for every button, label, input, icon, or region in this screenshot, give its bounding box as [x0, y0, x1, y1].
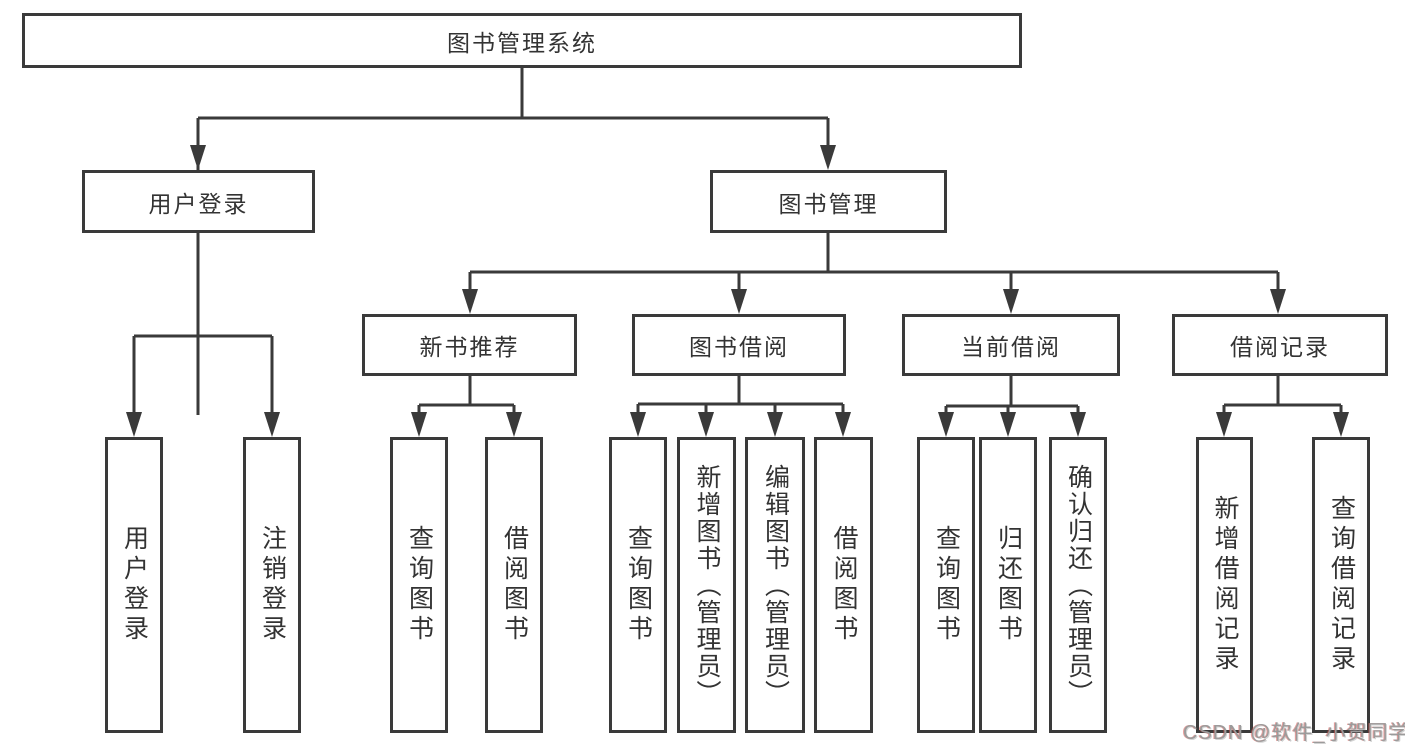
leaf-label: 归还图书 [994, 525, 1023, 645]
node-label: 用户登录 [148, 190, 249, 217]
connector-recommend-to-leaves [411, 376, 522, 437]
leaf-query-books-borrow: 查询图书 [609, 437, 667, 733]
leaf-label: 新增借阅记录 [1211, 495, 1239, 675]
connector-login-to-leaves [126, 233, 280, 437]
leaf-label: 查询图书 [405, 525, 434, 645]
leaf-borrow-books: 借阅图书 [814, 437, 873, 733]
leaf-label: 查询图书 [932, 525, 961, 645]
leaf-return-books: 归还图书 [979, 437, 1037, 733]
leaf-label: 编辑图书（管理员） [761, 463, 790, 707]
node-label: 图书管理 [778, 190, 879, 217]
leaf-user-login: 用户登录 [105, 437, 163, 733]
leaf-edit-books-admin: 编辑图书（管理员） [745, 437, 805, 733]
node-new-book-recommend: 新书推荐 [362, 314, 577, 376]
leaf-label: 用户登录 [120, 525, 149, 645]
leaf-query-borrow-record: 查询借阅记录 [1312, 437, 1370, 733]
leaf-label: 查询图书 [624, 525, 653, 645]
leaf-logout: 注销登录 [243, 437, 301, 733]
leaf-label: 查询借阅记录 [1327, 495, 1356, 675]
connector-borrow-to-leaves [630, 376, 851, 437]
leaf-confirm-return-admin: 确认归还（管理员） [1049, 437, 1107, 733]
leaf-add-books-admin: 新增图书（管理员） [677, 437, 736, 733]
node-label: 图书借阅 [689, 334, 789, 360]
node-borrow-records: 借阅记录 [1172, 314, 1388, 376]
node-current-borrow: 当前借阅 [902, 314, 1120, 376]
connector-mgmt-to-level3 [462, 233, 1286, 314]
connector-current-to-leaves [938, 376, 1086, 437]
connector-records-to-leaves [1216, 376, 1349, 437]
node-label: 当前借阅 [961, 334, 1061, 360]
leaf-label: 新增图书（管理员） [693, 463, 721, 707]
leaf-label: 注销登录 [258, 525, 287, 645]
leaf-query-books-current: 查询图书 [917, 437, 975, 733]
node-label: 借阅记录 [1230, 334, 1330, 360]
csdn-watermark: CSDN @软件_小贺同学 [1183, 722, 1405, 744]
node-label: 图书管理系统 [447, 29, 597, 56]
node-book-management: 图书管理 [710, 170, 947, 233]
node-user-login: 用户登录 [82, 170, 315, 233]
leaf-label: 借阅图书 [500, 525, 529, 645]
leaf-add-borrow-record: 新增借阅记录 [1196, 437, 1253, 733]
leaf-label: 确认归还（管理员） [1064, 463, 1093, 707]
node-book-borrow: 图书借阅 [632, 314, 846, 376]
leaf-query-books-recommend: 查询图书 [390, 437, 448, 733]
leaf-borrow-books-recommend: 借阅图书 [485, 437, 543, 733]
node-label: 新书推荐 [419, 334, 520, 360]
node-system-root: 图书管理系统 [22, 13, 1022, 68]
leaf-label: 借阅图书 [830, 525, 858, 645]
